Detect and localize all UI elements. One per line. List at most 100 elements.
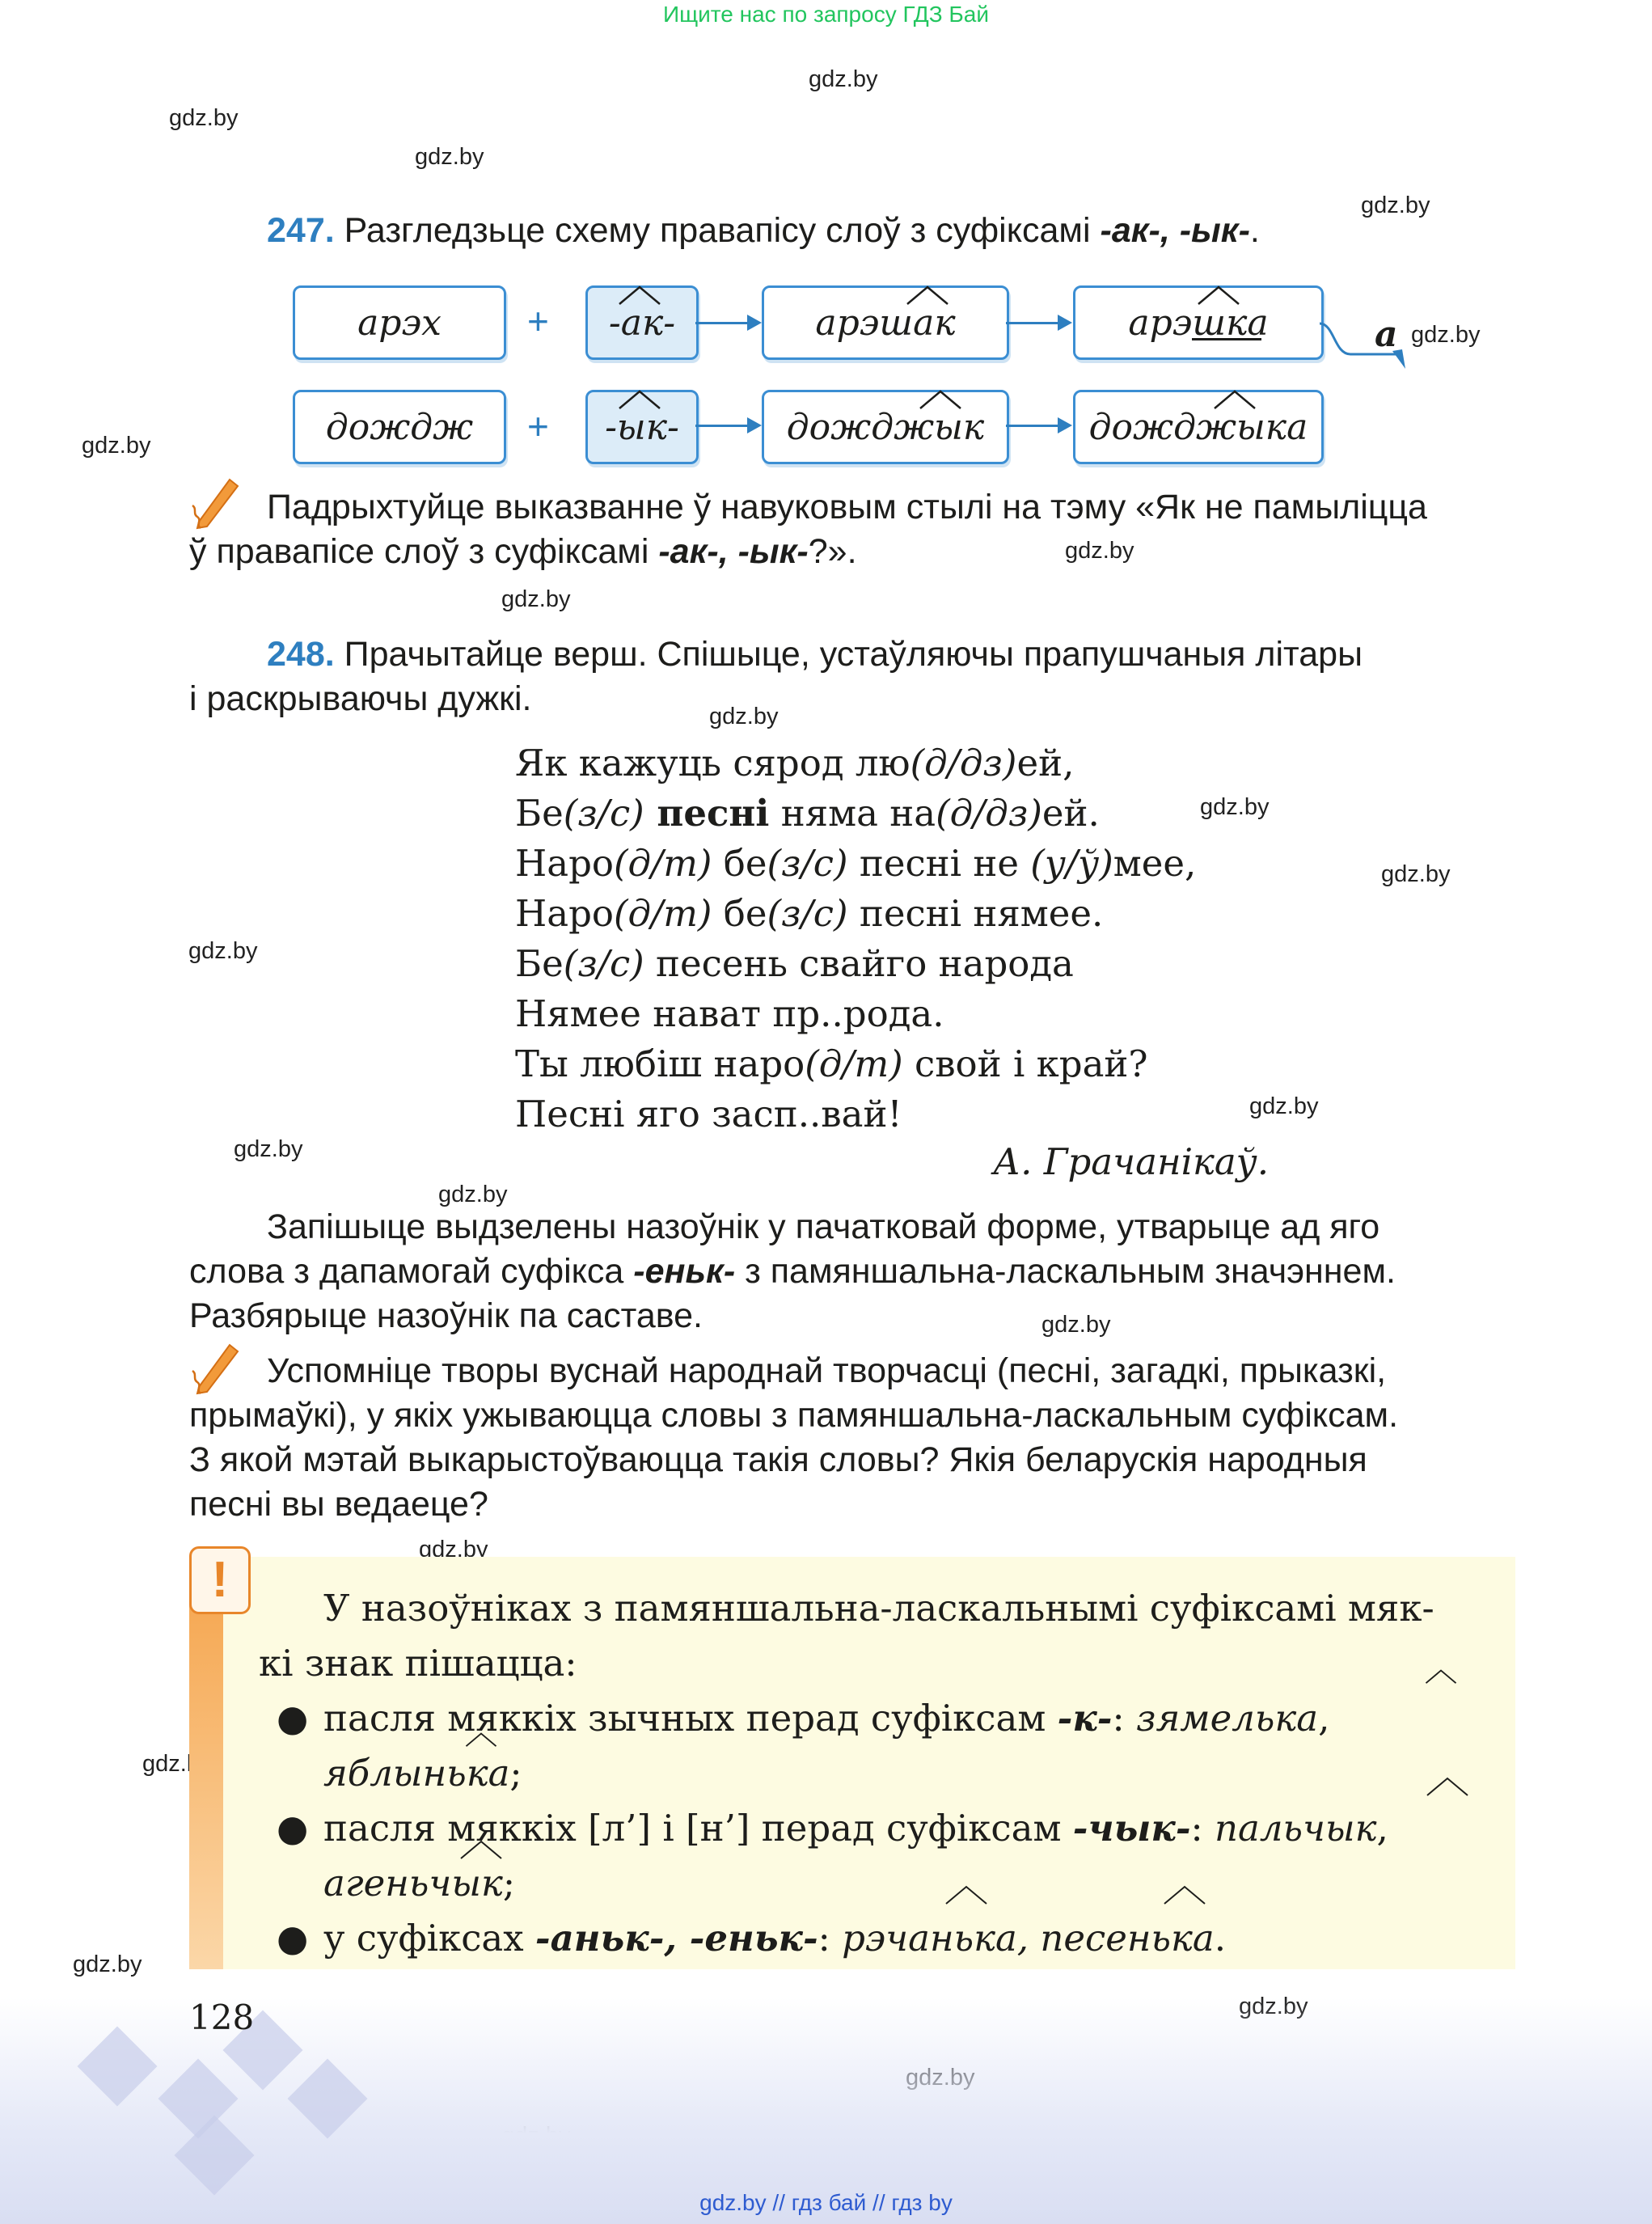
watermark: gdz.by [234,1136,303,1162]
word-text: дожджыка [1088,406,1308,448]
exercise-text: Разгледзьце схему правапісу слоў з суфік… [344,211,1101,250]
suffix-caret-icon [619,390,661,409]
bottom-links[interactable]: gdz.by // гдз бай // гдз by [699,2190,953,2215]
task-line: Падрыхтуйце выказванне ў навуковым стылі… [267,488,1427,526]
poem-text: мее, [1113,842,1197,885]
poem-text: ей, [1016,742,1075,784]
creative-task: Успомніце творы вуснай народнай творчасц… [189,1349,1515,1527]
plus-sign: + [527,405,549,447]
task-line: прымаўкі), у якіх ужываюцца словы з памя… [189,1396,1399,1435]
intro-text: Прачытайце верш. Спішыце, устаўляючы пра… [344,635,1363,674]
poem-line: Песні яго засп..вай! [515,1089,1196,1139]
ending-letter: а [1375,314,1398,355]
poem-choice: (з/с) [767,892,848,935]
poem-choice: (д/т) [613,892,712,935]
poem: Як кажуць сярод лю(д/дз)ей, Бе(з/с) песн… [515,738,1196,1139]
suffix: -чык- [1072,1807,1191,1850]
word-box: арэшак [762,285,1009,360]
poem-text: Бе [515,942,564,985]
poem-text: няма на [769,792,936,835]
poem-text: Бе [515,792,564,835]
rule-strip [189,1557,223,1969]
rule-line: кі знак пішацца: [259,1642,577,1685]
watermark: gdz.by [1041,1312,1111,1338]
bullet-icon: ● [277,1917,309,1960]
poem-choice: (з/с) [767,842,848,885]
example-word: рэчанька, песенька [842,1917,1215,1960]
poem-text: Наро [515,892,614,935]
word-text: дожджык [786,406,985,448]
root-text: дождж [325,406,474,448]
suffix-caret-icon [919,390,961,409]
ending-arrow-icon [1319,322,1405,369]
bullet-text: , [1376,1807,1388,1850]
poem-text: песень свайго народа [644,942,1074,985]
pencil-icon [192,1343,239,1395]
intro-line: 248. Прачытайце верш. Спішыце, устаўляюч… [189,632,1515,677]
exercise-number: 248. [267,635,335,674]
poem-author: А. Грачанікаў. [993,1140,1270,1183]
rule-line: У назоўніках з памяншальна-ласкальнымі с… [323,1587,1434,1630]
poem-text: песні не [847,842,1031,885]
root-box: арэх [293,285,506,360]
suffix-box: -ык- [585,390,699,464]
pencil-icon [192,478,239,530]
rule-text: У назоўніках з памяншальна-ласкальнымі с… [259,1581,1504,1966]
example-word: зямелька [1135,1697,1319,1740]
word-box: дожджыка [1073,390,1324,464]
task-text: слова з дапамогай суфікса [189,1252,634,1291]
example-word: яблынька [323,1752,510,1795]
poem-text: Песні яго засп..вай! [515,1093,902,1135]
task-line: слова з дапамогай суфікса -еньк- з памян… [189,1249,1515,1294]
bullet-text: . [1214,1917,1226,1960]
exercise-number: 247. [267,211,335,250]
highlighted-noun: песні [644,792,770,835]
suffix-caret-icon [465,1732,497,1747]
poem-choice: (д/дз) [936,792,1042,835]
suffix-caret-icon [1198,285,1240,305]
word-text: арэшак [815,302,956,344]
watermark: gdz.by [1411,322,1481,348]
task-line: Успомніце творы вуснай народнай творчасц… [267,1351,1387,1390]
bullet-icon: ● [277,1807,309,1850]
poem-choice: (д/т) [805,1042,903,1085]
rule-bullet: ● пасля мяккіх [л’] і [н’] перад суфікса… [259,1801,1504,1911]
task-line: Запішыце выдзелены назоўнік у пачатковай… [267,1207,1380,1246]
underline-mark [1192,338,1261,340]
watermark: gdz.by [1200,794,1270,820]
suffix: -еньк- [633,1252,736,1291]
poem-line: Бе(з/с) песні няма на(д/дз)ей. [515,789,1196,839]
ex247-task: Падрыхтуйце выказванне ў навуковым стылі… [189,485,1515,574]
arrow-icon [1006,417,1072,433]
poem-choice: (з/с) [563,942,644,985]
poem-text: Ты любіш наро [515,1042,805,1085]
watermark: gdz.by [1361,192,1430,218]
arrow-icon [695,417,762,433]
exclamation-icon: ! [189,1546,251,1614]
watermark: gdz.by [82,433,151,459]
watermark: gdz.by [169,105,239,131]
root-text: арэх [357,302,442,344]
suffix-caret-icon [906,285,949,305]
poem-line: Наро(д/т) бе(з/с) песні нямее. [515,889,1196,939]
suffix-caret-icon [1164,1885,1206,1905]
watermark: gdz.by [1249,1093,1319,1119]
root-box: дождж [293,390,506,464]
poem-line: Бе(з/с) песень свайго народа [515,939,1196,989]
poem-line: Як кажуць сярод лю(д/дз)ей, [515,738,1196,789]
poem-choice: (д/дз) [910,742,1017,784]
watermark: gdz.by [1065,538,1134,564]
poem-text: бе [712,892,767,935]
poem-line: Ты любіш наро(д/т) свой і край? [515,1039,1196,1089]
top-banner[interactable]: Ищите нас по запросу ГДЗ Бай [662,2,990,27]
poem-text: Наро [515,842,614,885]
ex248-task: Запішыце выдзелены назоўнік у пачатковай… [189,1205,1515,1338]
suffixes: -ак-, -ык- [1100,211,1250,250]
arrow-icon [1006,315,1072,331]
watermark: gdz.by [709,704,779,729]
task-line: песні вы ведаеце? [189,1485,488,1524]
suffix: -к- [1057,1697,1113,1740]
poem-choice: (д/т) [613,842,712,885]
intro-line: і раскрываючы дужкі. [189,679,532,718]
bullet-text: у суфіксах [323,1917,535,1960]
